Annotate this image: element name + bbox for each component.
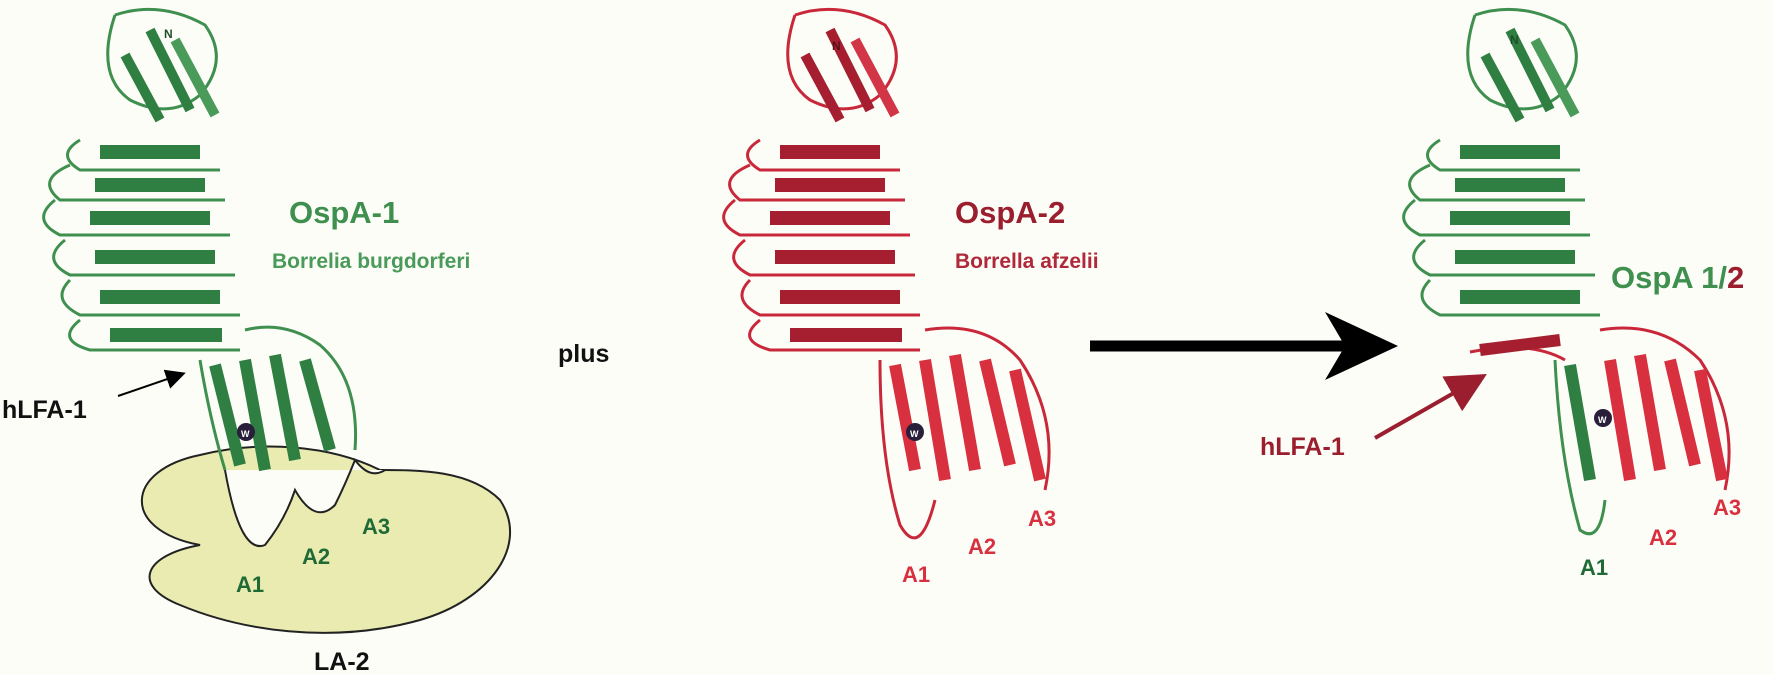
n-terminus-label: N	[1510, 33, 1519, 47]
ospa-chimera-title-suffix: 2	[1727, 260, 1744, 295]
right-arrow-icon	[1090, 312, 1398, 380]
ospa1-title: OspA-1	[289, 195, 399, 230]
residue-marker-text: W	[241, 429, 250, 439]
ospa1-ribbon	[44, 9, 356, 470]
plus-text: plus	[558, 340, 609, 368]
ospa2-species: Borrella afzelii	[955, 250, 1099, 273]
ospa1-loop-a3: A3	[362, 514, 390, 539]
panel-ospa1: W N OspA-1 Borrelia burgdorferi hLFA-1 A…	[2, 9, 510, 674]
ospa1-loop-a1: A1	[236, 572, 264, 597]
ospa-chimera-loop-a2: A2	[1649, 525, 1677, 550]
ospa2-loop-a3: A3	[1028, 506, 1056, 531]
ospa2-loop-a2: A2	[968, 534, 996, 559]
la2-label: LA-2	[314, 648, 370, 674]
ospa1-species: Borrelia burgdorferi	[272, 250, 470, 273]
hlfa1-label-panel1: hLFA-1	[2, 396, 87, 424]
ospa-chimera-title-prefix: OspA 1/	[1611, 260, 1727, 295]
hlfa1-label-panel3: hLFA-1	[1260, 433, 1345, 461]
ospa2-title: OspA-2	[955, 195, 1065, 230]
ospa-chimera-red-segment	[1470, 328, 1729, 490]
panel-ospa2: W N OspA-2 Borrella afzelii A1 A2 A3	[724, 9, 1099, 587]
n-terminus-label: N	[164, 27, 173, 41]
ospa-chimera-loop-a3: A3	[1713, 495, 1741, 520]
n-terminus-label: N	[832, 39, 841, 53]
ospa1-loop-a2: A2	[302, 544, 330, 569]
ospa-chimera-title: OspA 1/2	[1611, 260, 1744, 295]
ospa-chimera-ribbon	[1404, 9, 1605, 533]
panel-ospa-chimera: W N OspA 1/2 hLFA-1 A1 A2 A3	[1260, 9, 1744, 580]
residue-marker-text: W	[1598, 415, 1607, 425]
ospa2-ribbon	[724, 9, 1049, 538]
ospa2-loop-a1: A1	[902, 562, 930, 587]
residue-marker-text: W	[910, 429, 919, 439]
hlfa1-pointer-panel3	[1375, 378, 1480, 438]
hlfa1-pointer-panel1	[118, 374, 182, 396]
ospa-chimera-loop-a1: A1	[1580, 555, 1608, 580]
